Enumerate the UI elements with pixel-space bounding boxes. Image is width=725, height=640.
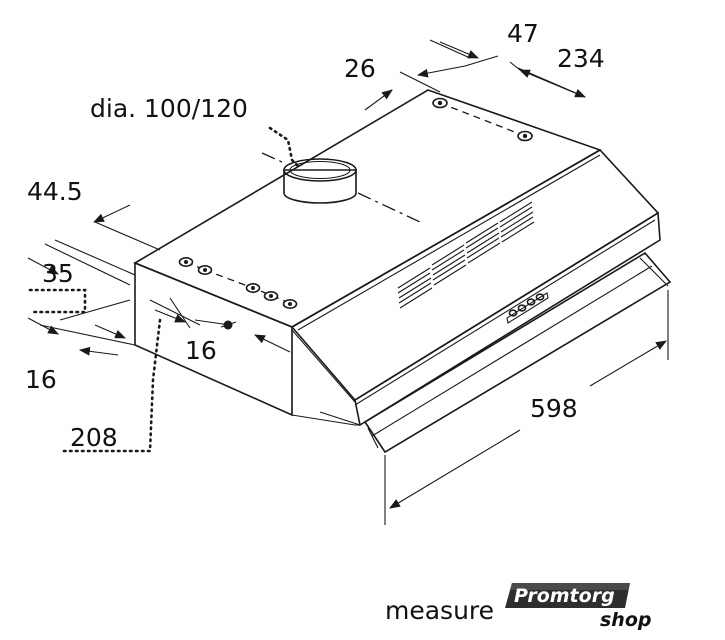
duct-collar-icon xyxy=(283,158,357,204)
watermark-sub-text: shop xyxy=(600,609,652,631)
dim-26-label: 26 xyxy=(344,54,376,83)
front-mounting-holes xyxy=(178,256,298,330)
hood-body xyxy=(133,89,672,454)
dim-16-right-label: 16 xyxy=(185,336,217,365)
duct-leader xyxy=(268,126,302,170)
leader-208 xyxy=(62,318,162,453)
dim-47-label: 47 xyxy=(507,19,539,48)
dim-16-lower-label: 16 xyxy=(25,365,57,394)
footer-text: measure xyxy=(385,596,494,625)
rear-mounting-holes xyxy=(432,97,533,142)
dim-35-label: 35 xyxy=(42,259,74,288)
duct-center-axis xyxy=(261,152,283,163)
duct-diameter-label: dia. 100/120 xyxy=(90,94,248,123)
control-button-icon xyxy=(508,309,518,317)
dim-234-label: 234 xyxy=(557,44,605,73)
dim-598-label: 598 xyxy=(530,394,578,423)
dimension-lines xyxy=(27,39,669,525)
footer: measure xyxy=(385,596,494,625)
dimension-labels: dia. 100/120 47 26 234 44.5 35 16 16 208… xyxy=(25,19,605,452)
watermark-main-text: Promtorg xyxy=(514,585,615,607)
box-35-leader xyxy=(28,288,87,314)
control-button-icon xyxy=(526,298,536,306)
watermark-logo: Promtorg shop xyxy=(505,583,652,631)
hood-front-face xyxy=(354,211,661,427)
dim-208-label: 208 xyxy=(70,423,118,452)
vent-grille xyxy=(397,201,535,309)
dim-44-5-label: 44.5 xyxy=(27,177,83,206)
control-buttons xyxy=(506,292,549,324)
